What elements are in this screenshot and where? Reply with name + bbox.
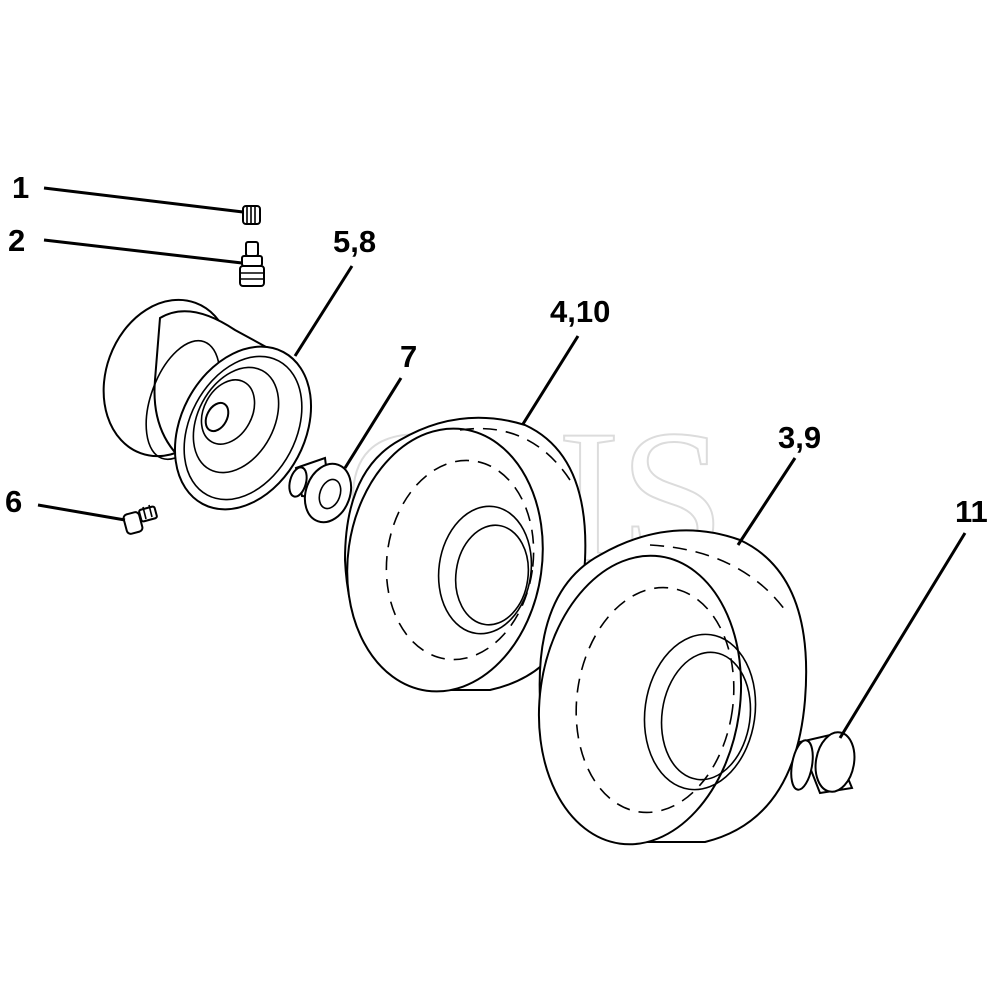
callout-label-4-10: 4,10: [550, 294, 610, 329]
callout-label-3-9: 3,9: [778, 420, 821, 455]
leader-line-4-10: [521, 335, 580, 425]
rear-tire-part: [537, 529, 808, 846]
bolt-part: [122, 504, 158, 535]
leader-line-3-9: [736, 457, 797, 546]
leader-line-11: [838, 532, 967, 739]
leader-line-6: [37, 503, 126, 522]
callout-label-7: 7: [400, 339, 417, 374]
valve-cap-part: [242, 205, 261, 225]
hub-cap-part: [790, 731, 856, 795]
front-tire-part: [343, 416, 587, 693]
leader-line-7: [343, 377, 403, 469]
callout-label-11: 11: [955, 494, 988, 529]
valve-stem-part: [239, 241, 265, 287]
leader-line-1: [43, 186, 244, 214]
callout-label-6: 6: [5, 484, 22, 519]
leader-line-2: [43, 238, 243, 265]
callout-label-2: 2: [8, 223, 25, 258]
callout-label-1: 1: [12, 170, 29, 205]
callout-label-5-8: 5,8: [333, 224, 376, 259]
wheel-rim-part: [102, 298, 313, 511]
leader-line-5-8: [293, 265, 354, 357]
bushing-part: [288, 456, 353, 524]
